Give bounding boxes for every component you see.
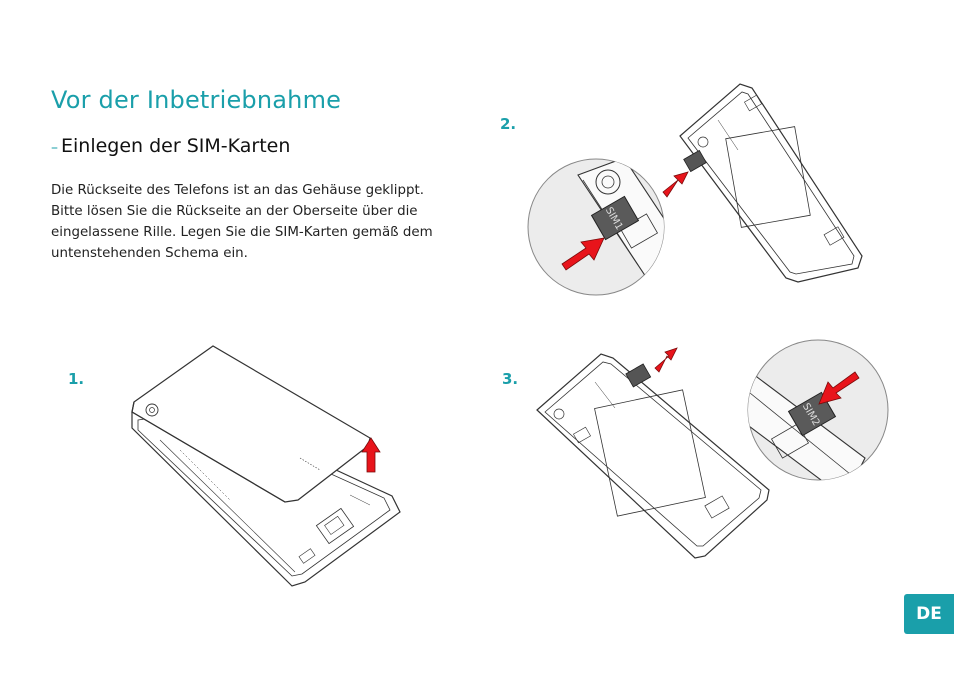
step-3-number: 3. [502, 370, 519, 388]
intro-paragraph: Die Rückseite des Telefons ist an das Ge… [51, 183, 433, 261]
page-title: Vor der Inbetriebnahme [51, 86, 342, 114]
red-arrow-icon [818, 371, 860, 405]
figure-insert-sim2: SIM2 [536, 339, 889, 559]
magnified-view: SIM2 [747, 339, 889, 481]
red-arrow-icon [662, 171, 689, 198]
figure-insert-sim1: SIM1 [527, 83, 863, 296]
red-arrow-icon [361, 437, 381, 473]
figure-remove-back-cover [131, 345, 401, 587]
section-title-text: Einlegen der SIM-Karten [61, 135, 291, 157]
back-cover [131, 345, 371, 503]
sim2-card: SIM2 [787, 391, 837, 437]
red-arrow-icon [561, 237, 605, 271]
phone-body [679, 83, 863, 283]
sim1-small [683, 149, 707, 173]
sim1-card: SIM1 [590, 195, 640, 241]
language-badge: DE [904, 594, 954, 634]
magnified-view: SIM1 [527, 158, 665, 296]
section-title: –Einlegen der SIM-Karten [51, 135, 290, 157]
step-1-number: 1. [68, 370, 85, 388]
red-arrow-icon [654, 347, 678, 373]
section-dash: – [51, 140, 58, 156]
step-2-number: 2. [500, 115, 517, 133]
phone-body [536, 353, 770, 559]
sim2-small [625, 363, 652, 388]
